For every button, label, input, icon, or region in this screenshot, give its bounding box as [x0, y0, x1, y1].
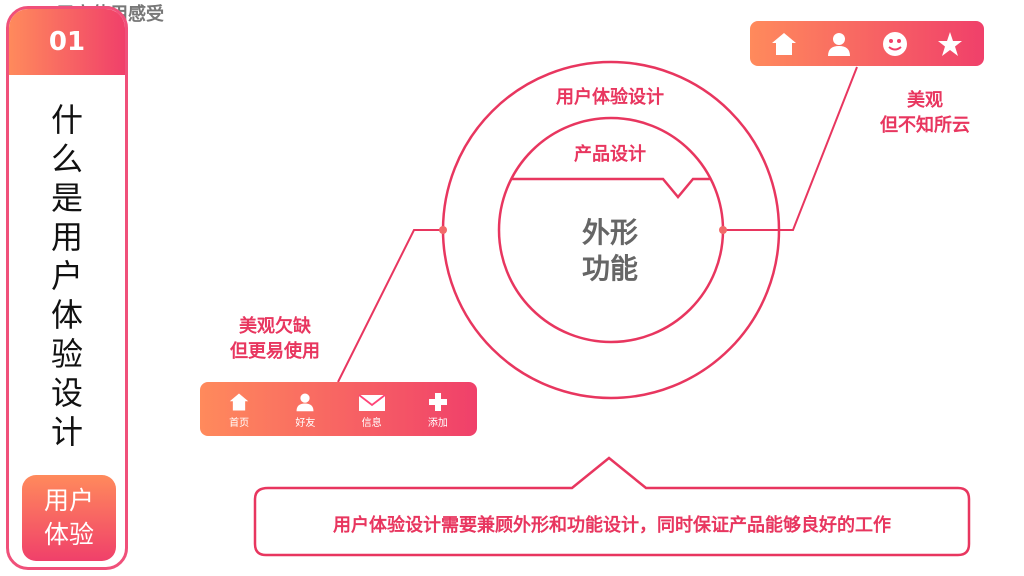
home-icon[interactable]	[768, 28, 800, 60]
badge-line: 体验	[43, 520, 94, 549]
center-line: 功能	[581, 252, 638, 285]
nav-label: 信息	[361, 417, 382, 429]
center-line: 外形	[581, 216, 638, 249]
nav-label: 好友	[295, 417, 316, 429]
callout-border	[253, 456, 971, 557]
center-text: 外形 功能	[540, 215, 680, 287]
note-line: 美观	[907, 90, 943, 111]
title-char: 么	[50, 140, 83, 178]
nav-item-messages[interactable]: 信息	[344, 390, 400, 429]
nav-label: 添加	[427, 417, 448, 429]
section-card: 01 什 么 是 用 户 体 验 设 计 用户 体验	[6, 6, 128, 570]
nav-item-friends[interactable]: 好友	[277, 390, 333, 429]
smiley-icon[interactable]	[879, 28, 911, 60]
title-char: 验	[50, 335, 83, 373]
right-connector-dot	[719, 226, 727, 234]
callout-text: 用户体验设计需要兼顾外形和功能设计，同时保证产品能够良好的工作	[333, 515, 891, 536]
note-line: 但更易使用	[230, 341, 320, 362]
home-icon	[228, 390, 250, 412]
title-char: 设	[50, 374, 83, 412]
left-connector-dot	[439, 226, 447, 234]
top-icon-bar	[750, 21, 984, 66]
right-note: 美观 但不知所云	[850, 88, 1000, 138]
outer-ring-label: 用户体验设计	[556, 87, 664, 108]
nav-label: 首页	[229, 417, 250, 429]
section-badge: 用户 体验	[22, 475, 116, 561]
inner-ring-label: 产品设计	[574, 144, 646, 165]
title-char: 什	[50, 101, 83, 139]
title-char: 户	[50, 257, 83, 295]
star-icon[interactable]	[934, 28, 966, 60]
inner-divider	[511, 177, 711, 199]
nav-item-add[interactable]: 添加	[410, 390, 466, 429]
badge-line: 用户	[43, 486, 94, 515]
title-char: 体	[50, 296, 83, 334]
left-connector	[337, 229, 443, 383]
user-icon[interactable]	[823, 28, 855, 60]
title-char: 用	[50, 218, 83, 256]
note-line: 但不知所云	[880, 115, 970, 136]
note-line: 美观欠缺	[239, 316, 311, 337]
title-char: 计	[50, 413, 83, 451]
left-note: 美观欠缺 但更易使用	[205, 314, 345, 364]
right-connector	[723, 66, 858, 231]
title-char: 是	[50, 179, 83, 217]
nav-item-home[interactable]: 首页	[211, 390, 267, 429]
user-icon	[294, 390, 316, 412]
section-number: 01	[9, 9, 125, 75]
section-title: 什 么 是 用 户 体 验 设 计	[9, 101, 125, 452]
nav-bar: 首页 好友 信息 添加	[200, 382, 477, 436]
plus-icon	[428, 390, 448, 412]
mail-icon	[358, 390, 386, 412]
